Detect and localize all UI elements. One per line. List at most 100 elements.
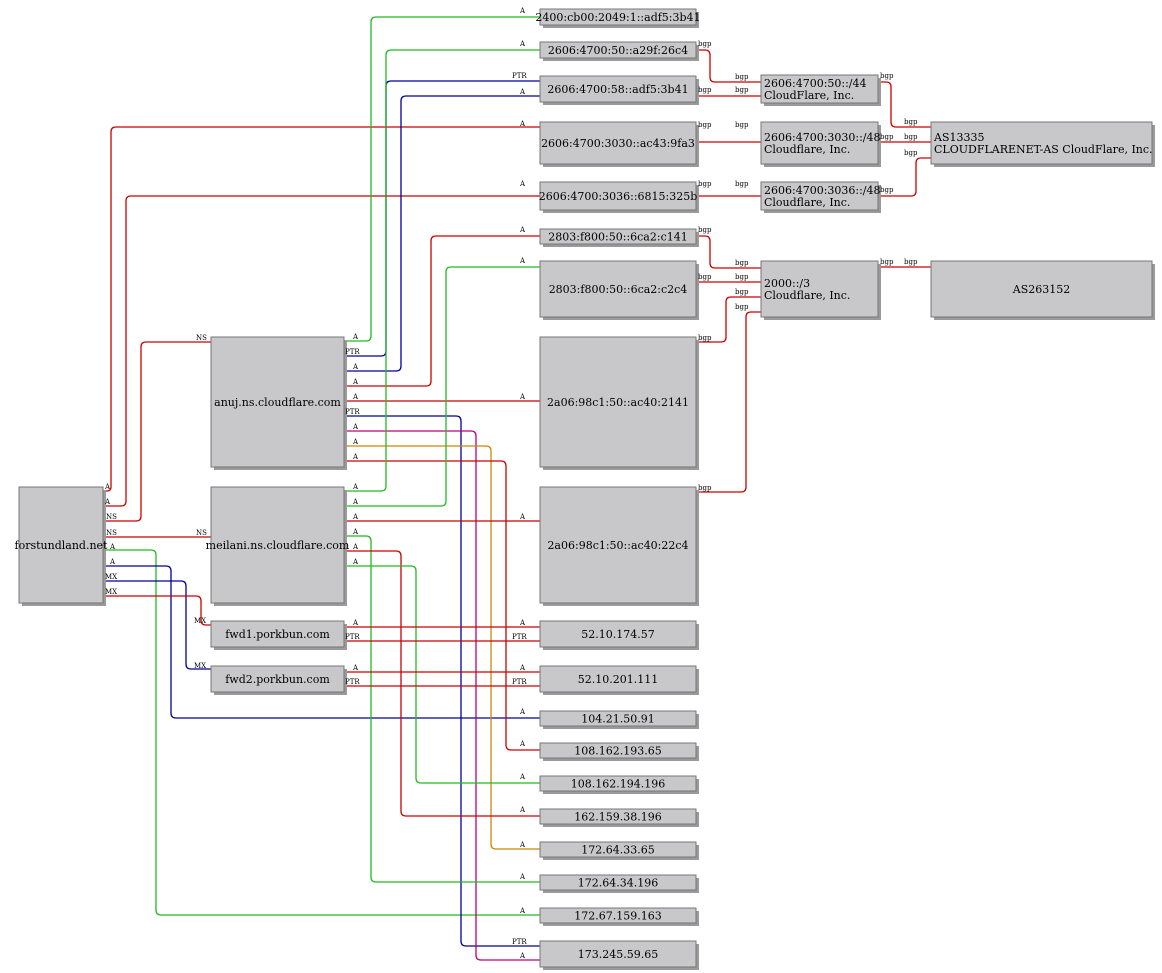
node-box	[930, 260, 1153, 318]
node-box	[539, 940, 697, 968]
edge-label: PTR	[512, 678, 527, 686]
edge-domain-a-3030	[103, 126, 540, 492]
node-label: 2606:4700:50::a29f:26c4	[548, 44, 688, 57]
node-box	[539, 775, 697, 792]
edge-label: A	[352, 423, 359, 431]
node-label: 52.10.174.57	[581, 628, 654, 641]
node-label: AS13335	[933, 131, 984, 144]
edge-label: A	[519, 40, 526, 48]
edge-label: PTR	[345, 408, 360, 416]
node-box	[539, 75, 697, 103]
edge-bgp-c141-pfx2000	[696, 235, 761, 269]
edge-label: bgp	[698, 40, 712, 48]
edge-label: A	[519, 952, 526, 960]
node-box	[760, 181, 879, 211]
node-ip-2606-58: 2606:4700:58::adf5:3b41	[539, 75, 699, 105]
edge-label: bgp	[698, 180, 712, 188]
node-label: forstundland.net	[15, 539, 109, 552]
edge-label: bgp	[904, 133, 918, 141]
node-mx2: fwd2.porkbun.com	[210, 665, 347, 695]
edge-label: bgp	[880, 133, 894, 141]
edge-label: NS	[196, 334, 207, 342]
edge-label: A	[352, 513, 359, 521]
edge-label: A	[352, 543, 359, 551]
edge-label: A	[519, 180, 526, 188]
edge-label: bgp	[880, 186, 894, 194]
edge-label: bgp	[735, 73, 749, 81]
node-label: 104.21.50.91	[581, 713, 654, 726]
node-ip-2a06-22c4: 2a06:98c1:50::ac40:22c4	[539, 486, 699, 606]
edge-label: MX	[194, 617, 206, 625]
edge-label: PTR	[345, 678, 360, 686]
edge-label: A	[109, 543, 116, 551]
edge-meilani-a-2803-c2c4	[344, 266, 540, 507]
edge-label: A	[519, 120, 526, 128]
edge-label: bgp	[904, 258, 918, 266]
edge-label: A	[519, 513, 526, 521]
edge-label: bgp	[880, 258, 894, 266]
edge-label: bgp	[880, 72, 894, 80]
node-box	[539, 665, 697, 693]
node-domain: forstundland.net	[15, 486, 109, 606]
edge-label: A	[519, 740, 526, 748]
edge-label: NS	[106, 513, 117, 521]
edge-anuj-ptr-173	[344, 415, 540, 947]
node-label: Cloudflare, Inc.	[764, 289, 850, 302]
node-ip-172-65: 172.64.33.65	[539, 841, 699, 860]
node-box	[539, 841, 697, 858]
edge-label: bgp	[698, 334, 712, 342]
edge-anuj-a-2400	[344, 16, 540, 342]
node-box	[539, 808, 697, 825]
edge-label: A	[519, 257, 526, 265]
edge-label: A	[352, 378, 359, 386]
edge-label: bgp	[735, 303, 749, 311]
edge-label: A	[352, 619, 359, 627]
edge-label: A	[352, 438, 359, 446]
node-label: 172.64.33.65	[581, 844, 654, 857]
node-label: 2606:4700:50::/44	[764, 77, 867, 90]
node-label: fwd1.porkbun.com	[225, 628, 330, 641]
node-box	[210, 486, 345, 604]
edge-label: bgp	[735, 288, 749, 296]
edges-layer	[103, 16, 931, 961]
edge-label: MX	[194, 662, 206, 670]
node-label: CloudFlare, Inc.	[764, 89, 854, 102]
node-label: 173.245.59.65	[578, 948, 658, 961]
edge-label: A	[104, 498, 111, 506]
node-label: 172.64.34.196	[578, 877, 658, 890]
edge-label: A	[109, 558, 116, 566]
edge-label: A	[104, 483, 111, 491]
edge-label: PTR	[345, 348, 360, 356]
edge-label: PTR	[512, 938, 527, 946]
node-label: 2606:4700:58::adf5:3b41	[547, 83, 688, 96]
edge-bgp-pfx44-as13335	[878, 81, 931, 128]
node-label: 108.162.194.196	[571, 778, 665, 791]
node-label: 2606:4700:3030::/48	[764, 131, 881, 144]
node-box	[539, 336, 697, 468]
edge-label: PTR	[512, 72, 527, 80]
node-label: 2803:f800:50::6ca2:c2c4	[549, 283, 688, 296]
node-label: anuj.ns.cloudflare.com	[214, 396, 341, 409]
node-label: AS263152	[1012, 283, 1070, 296]
edge-label: bgp	[904, 118, 918, 126]
edge-label: A	[352, 664, 359, 672]
node-label: 52.10.201.111	[578, 673, 658, 686]
edge-bgp-22c4-pfx2000	[696, 311, 761, 493]
node-ns2: meilani.ns.cloudflare.com	[206, 486, 350, 606]
node-label: Cloudflare, Inc.	[764, 196, 850, 209]
node-ip-2606-3030: 2606:4700:3030::ac43:9fa3	[539, 121, 699, 167]
node-ip-104: 104.21.50.91	[539, 710, 699, 729]
edge-label: A	[519, 619, 526, 627]
node-label: 2606:4700:3030::ac43:9fa3	[541, 137, 695, 150]
edge-label: bgp	[698, 273, 712, 281]
edge-label: A	[519, 773, 526, 781]
node-box	[210, 665, 345, 693]
edge-label: A	[352, 558, 359, 566]
node-ip-2400: 2400:cb00:2049:1::adf5:3b41	[535, 8, 701, 28]
edge-label: A	[352, 453, 359, 461]
edge-label: A	[352, 483, 359, 491]
node-box	[539, 874, 697, 891]
node-box	[930, 121, 1153, 165]
node-ip-2a06-2141: 2a06:98c1:50::ac40:2141	[539, 336, 699, 470]
